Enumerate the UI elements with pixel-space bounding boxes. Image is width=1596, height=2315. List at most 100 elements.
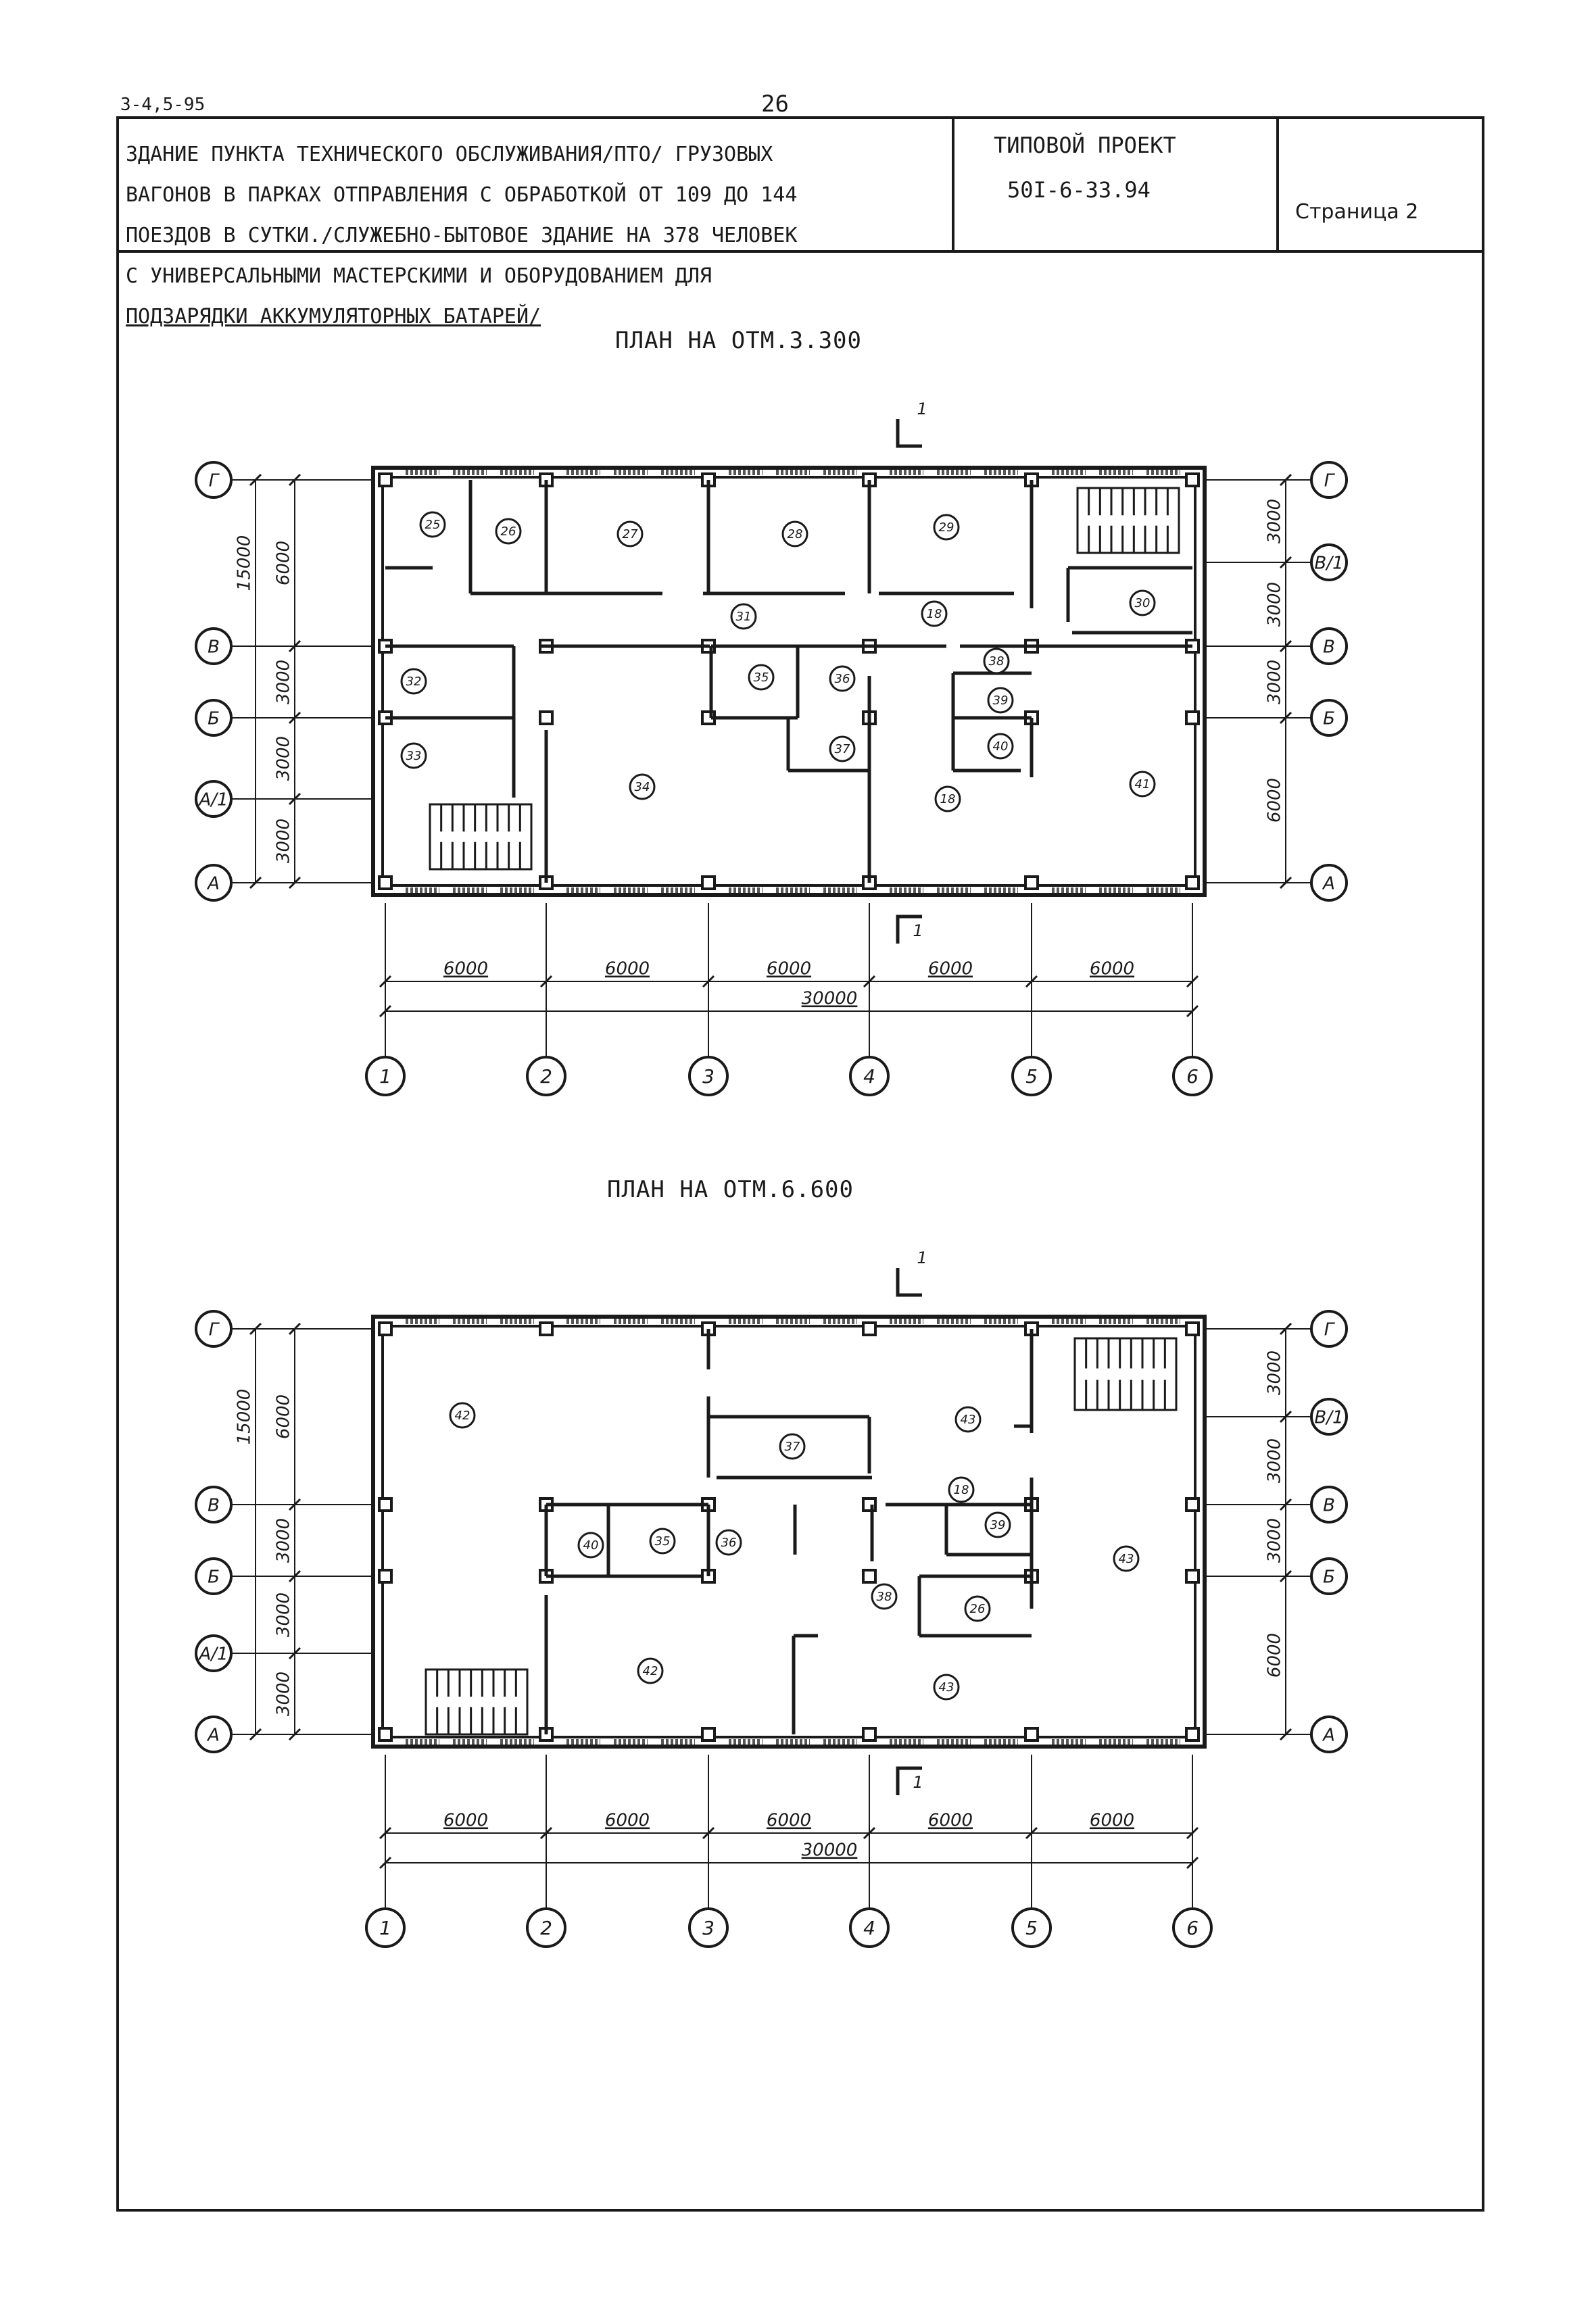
room-number: 38 [877,1590,892,1604]
axis-bubble [1172,1907,1213,1948]
drawing-frame [116,116,1484,2212]
room-number: 39 [993,693,1009,708]
dim-label: 6000 [605,1811,650,1831]
room-number: 27 [623,527,638,541]
axis-bubble [688,1907,729,1948]
stair [1076,487,1180,554]
column [378,1321,393,1336]
axis-label: Б [208,709,220,729]
axis-bubble [195,780,233,818]
room-marker: 36 [715,1529,742,1556]
dim-tick [288,1569,301,1583]
dim-label: 6000 [274,541,294,585]
axis-label: В/1 [1314,1408,1343,1428]
room-marker: 40 [577,1532,604,1559]
stair [429,803,533,871]
stair [425,1668,529,1736]
room-marker: 42 [449,1402,476,1429]
dim-tick [288,1322,301,1336]
column [1024,875,1039,890]
axis-label: Б [1323,1567,1335,1588]
column [1185,875,1200,890]
dim-tick [539,975,553,988]
sheet-title: ЗДАНИЕ ПУНКТА ТЕХНИЧЕСКОГО ОБСЛУЖИВАНИЯ/… [126,143,798,328]
axis-bubble [195,627,233,665]
dim-label: 6000 [928,1811,973,1831]
axis-label: Б [208,1567,220,1588]
room-number: 28 [788,527,803,541]
axis-bubble [1310,699,1348,737]
room-number: 43 [961,1413,976,1427]
room-circle [921,600,948,627]
room-circle [948,1476,975,1503]
dim-tick [1279,876,1292,890]
axis-bubble [195,864,233,902]
dim-tick [1279,1410,1292,1423]
axis-bubble [1310,543,1348,581]
room-circle [934,785,961,812]
column [701,1727,716,1742]
room-circle [871,1583,898,1610]
room-marker: 38 [871,1583,898,1610]
room-number: 43 [1119,1552,1134,1566]
room-number: 30 [1135,596,1151,610]
axis-bubble [195,1715,233,1753]
room-marker: 43 [954,1406,982,1433]
dim-tick [249,1322,262,1336]
room-circle [449,1402,476,1429]
room-number: 26 [501,525,516,539]
room-number: 37 [785,1440,800,1454]
axis-bubble [1011,1056,1052,1096]
room-number: 18 [954,1483,969,1497]
room-number: 35 [754,671,769,685]
axis-label: 2 [540,1065,552,1088]
room-number: 25 [425,518,441,532]
dim-label: 3000 [1265,1518,1285,1563]
axis-bubble [1310,627,1348,665]
room-marker: 36 [829,665,856,692]
column [1024,1727,1039,1742]
dim-total-label: 15000 [235,1389,255,1445]
room-number: 42 [455,1409,470,1423]
section-mark-label: 1 [913,1773,923,1792]
room-circle [1113,1545,1140,1572]
room-marker: 43 [933,1674,960,1701]
room-circle [933,1674,960,1701]
axis-bubble [195,1310,233,1348]
axis-label: А [206,874,220,894]
axis-label: 5 [1025,1917,1038,1939]
axis-label: А [206,1726,220,1746]
axis-bubble [688,1056,729,1096]
inner-wall-line [381,1325,1196,1738]
dim-tick [1025,975,1038,988]
column [1185,710,1200,725]
room-number: 31 [736,610,752,624]
room-marker: 25 [419,511,446,538]
room-marker: 43 [1113,1545,1140,1572]
dim-label: 6000 [274,1394,294,1439]
room-number: 34 [635,780,650,794]
outer-wall [371,466,1207,897]
axis-bubble [1011,1907,1052,1948]
room-circle [829,735,856,762]
dim-total-label: 15000 [235,535,255,591]
axis-label: 4 [863,1065,875,1088]
axis-bubble [1310,1398,1348,1436]
dim-tick [379,1826,392,1840]
room-marker: 32 [400,668,427,695]
column [862,1727,877,1742]
project-code: 50I-6-33.94 [1007,177,1151,203]
axis-label: Г [209,1320,220,1340]
column [378,1727,393,1742]
room-circle [730,603,757,630]
room-number: 40 [583,1538,599,1553]
page-number: 26 [761,91,789,118]
room-circle [954,1406,982,1433]
axis-bubble [1310,864,1348,902]
room-number: 18 [927,607,942,621]
column [539,710,554,725]
room-marker: 39 [984,1511,1011,1538]
section-mark-label: 1 [917,1248,927,1267]
